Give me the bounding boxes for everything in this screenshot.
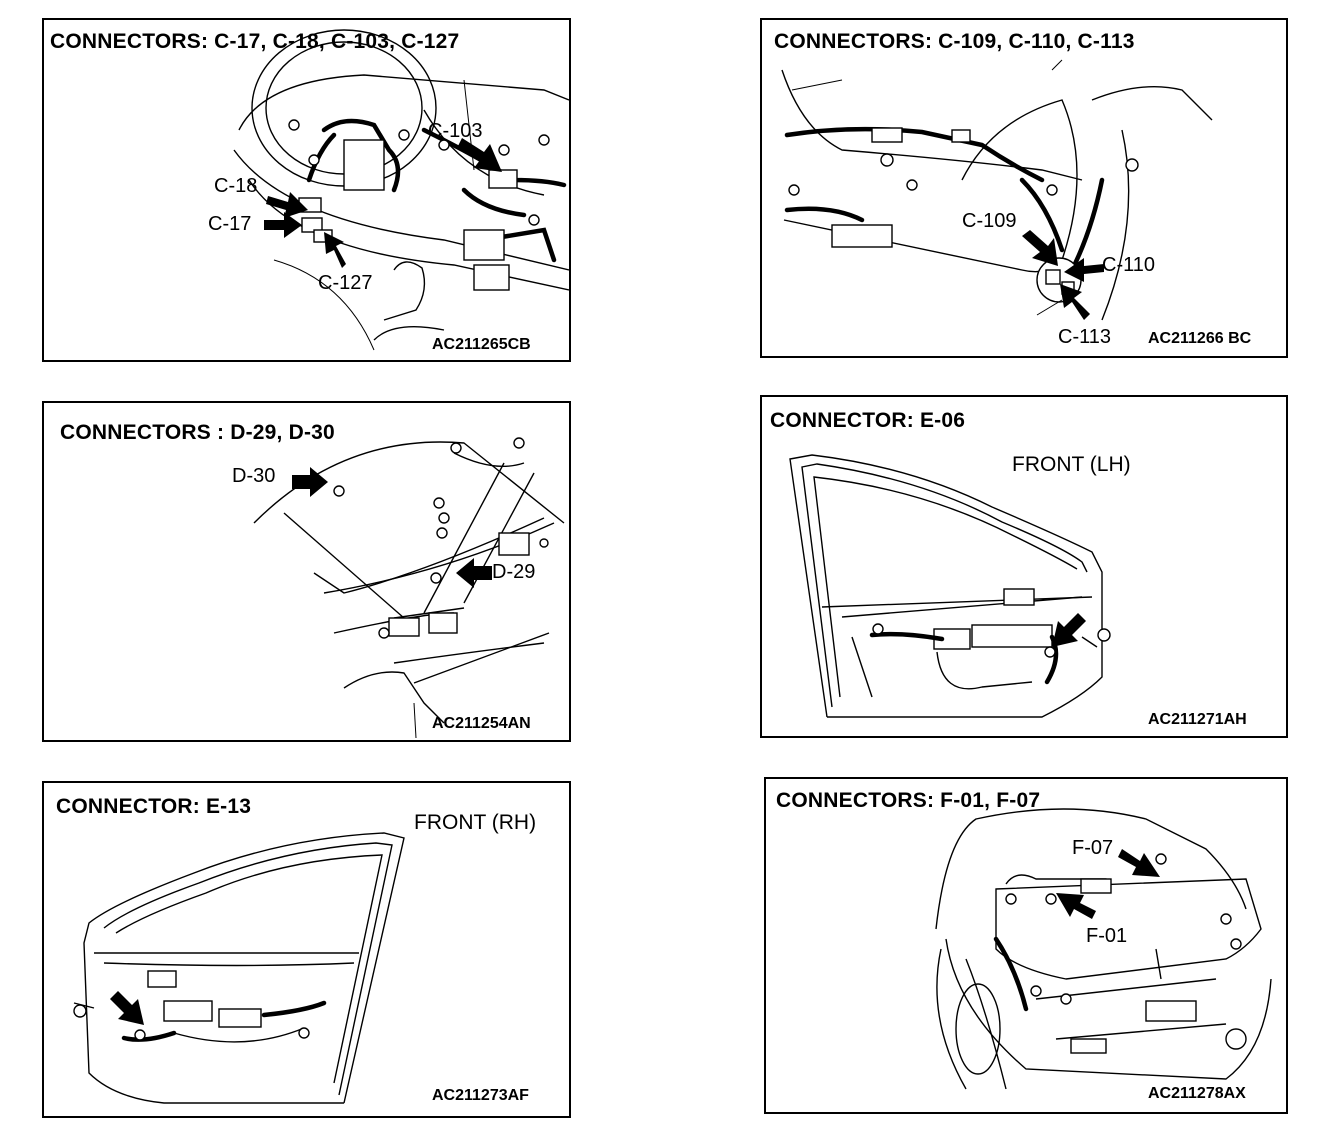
door-side-label: FRONT (LH) <box>1012 453 1131 476</box>
connector-label-d30: D-30 <box>232 465 276 487</box>
panel-trunk-lid-connectors: CONNECTORS: F-01, F-07 F-07 F-01 AC21127… <box>764 777 1288 1114</box>
panel-kick-panel-connectors: CONNECTORS: C-109, C-110, C-113 C-109 C-… <box>760 18 1288 358</box>
arrow-c18 <box>266 192 308 218</box>
figure-code: AC211278AX <box>1148 1085 1246 1102</box>
arrow-f07 <box>1118 849 1160 877</box>
connector-label-c110: C-110 <box>1102 254 1155 276</box>
connector-label-c18: C-18 <box>214 175 258 197</box>
panel-front-lh-door-connector: CONNECTOR: E-06 FRONT (LH) AC211271AH <box>760 395 1288 738</box>
arrow-c17 <box>264 212 302 238</box>
arrow-e13 <box>110 991 144 1025</box>
arrow-d30 <box>292 467 328 497</box>
door-side-label: FRONT (RH) <box>414 811 537 834</box>
front-lh-door-diagram <box>789 454 1111 718</box>
panel-title: CONNECTORS: C-109, C-110, C-113 <box>774 30 1135 53</box>
connector-label-d29: D-29 <box>492 561 536 583</box>
arrow-e06 <box>1052 613 1086 647</box>
panel-title: CONNECTORS: F-01, F-07 <box>776 789 1041 812</box>
panel-title: CONNECTORS : D-29, D-30 <box>60 421 335 444</box>
panel-instrument-panel-connectors: CONNECTORS: C-17, C-18, C-103, C-127 C-1… <box>42 18 571 362</box>
arrow-f01 <box>1056 893 1096 919</box>
arrow-c113 <box>1060 284 1090 320</box>
roof-diagram <box>253 437 565 739</box>
connector-label-f01: F-01 <box>1086 925 1128 947</box>
figure-code: AC211266 BC <box>1148 330 1252 347</box>
arrow-c127 <box>324 232 346 268</box>
arrow-c110 <box>1064 258 1104 282</box>
arrow-d29 <box>456 558 492 588</box>
arrow-c109 <box>1022 230 1058 266</box>
panel-title: CONNECTOR: E-13 <box>56 795 252 818</box>
figure-code: AC211265CB <box>432 336 531 353</box>
front-rh-door-diagram <box>73 832 405 1104</box>
connector-label-f07: F-07 <box>1072 837 1114 859</box>
instrument-panel-diagram <box>233 29 569 351</box>
figure-code: AC211271AH <box>1148 711 1247 728</box>
figure-code: AC211254AN <box>432 715 531 732</box>
connector-label-c127: C-127 <box>318 272 373 294</box>
connector-label-c113: C-113 <box>1058 326 1111 348</box>
panel-roof-connectors: CONNECTORS : D-29, D-30 D-30 D-29 AC2112… <box>42 401 571 742</box>
panel-title: CONNECTOR: E-06 <box>770 409 966 432</box>
kick-panel-diagram <box>781 59 1213 321</box>
connector-label-c109: C-109 <box>962 210 1017 232</box>
panel-title: CONNECTORS: C-17, C-18, C-103, C-127 <box>50 30 460 53</box>
arrow-c103 <box>458 138 502 172</box>
panel-front-rh-door-connector: CONNECTOR: E-13 FRONT (RH) AC211273AF <box>42 781 571 1118</box>
trunk-lid-diagram <box>935 808 1272 1090</box>
figure-code: AC211273AF <box>432 1087 529 1104</box>
connector-label-c103: C-103 <box>428 120 483 142</box>
connector-label-c17: C-17 <box>208 213 252 235</box>
